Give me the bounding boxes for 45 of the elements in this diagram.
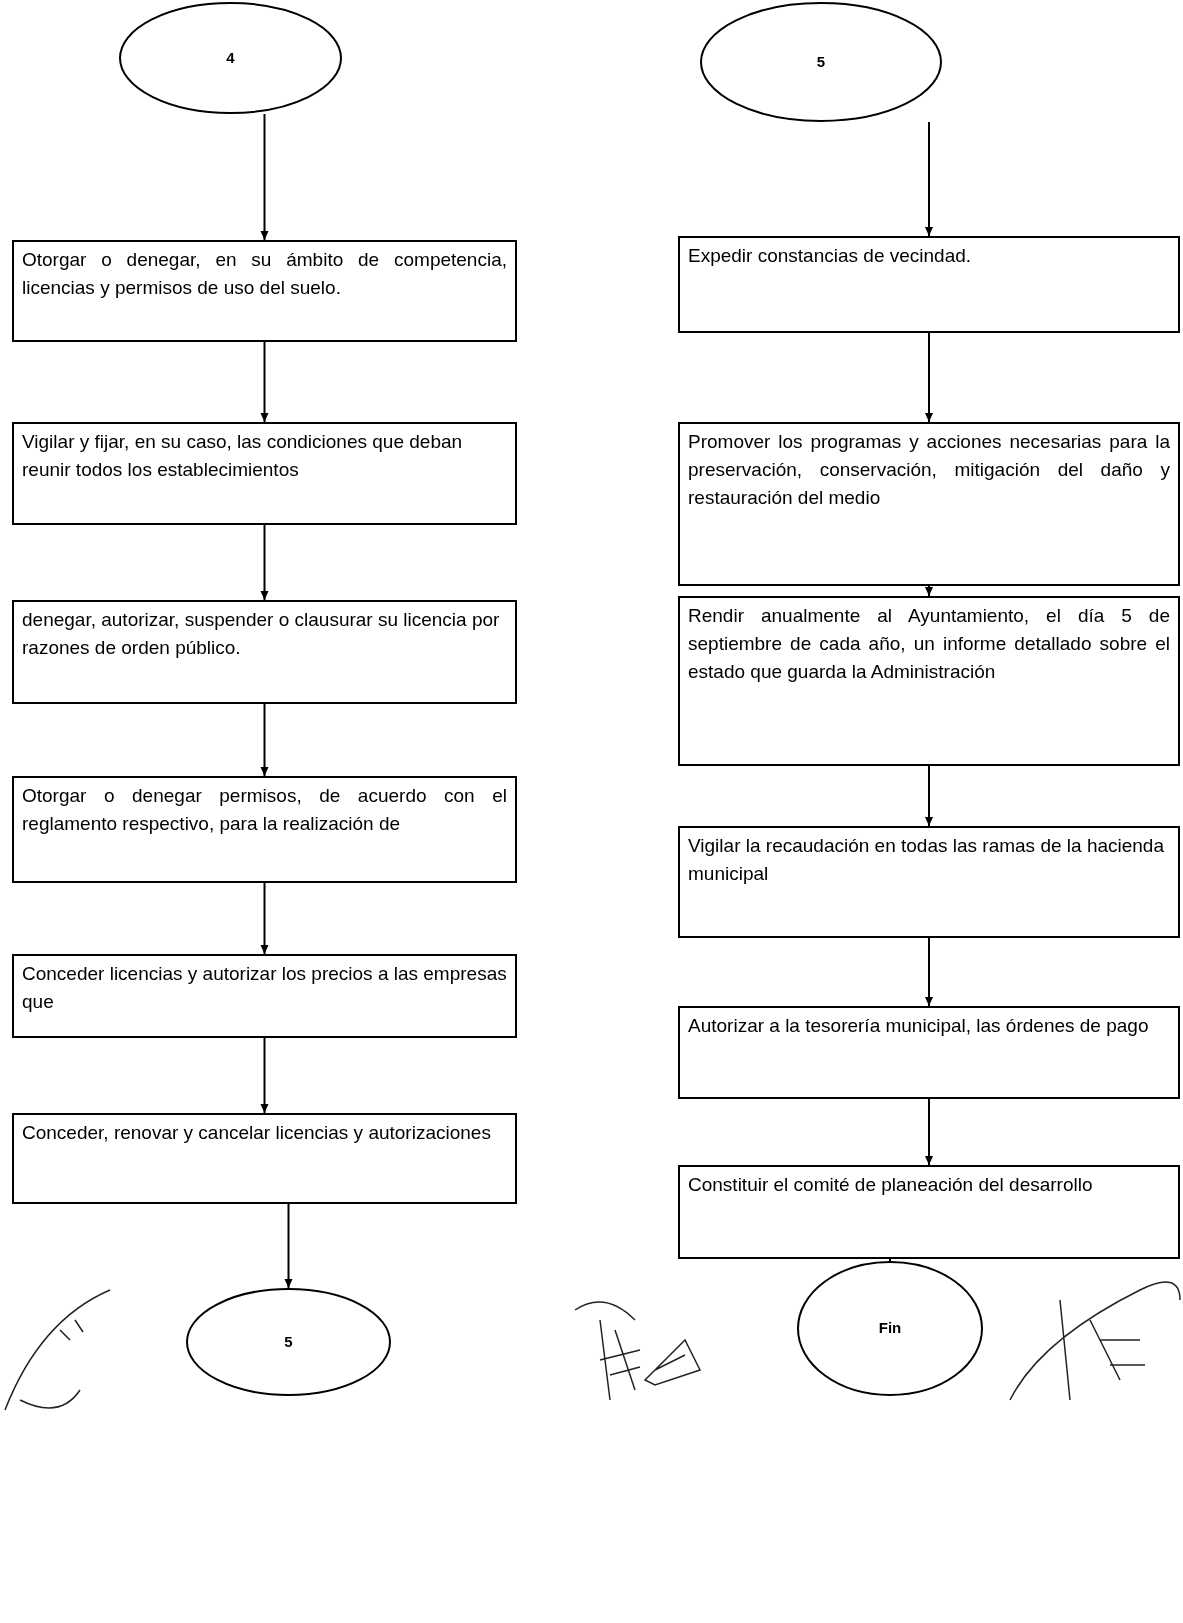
connector-ellipse [797, 1261, 983, 1396]
arrow [925, 765, 933, 827]
arrow [260, 524, 269, 601]
process-text: Conceder licencias y autorizar los precios a las empresas que [22, 962, 507, 1014]
process-box [678, 596, 1180, 766]
process-text: Constituir el comité de planeación del desarrollo [688, 1173, 1094, 1197]
arrow [925, 1098, 933, 1166]
process-box [12, 954, 517, 1038]
process-text: Otorgar o denegar permisos, de acuerdo con el reglamento respectivo, para la realización de [22, 784, 507, 836]
process-text: Otorgar o denegar, en su ámbito de competencia, licencias y permisos de uso del suelo. [22, 248, 507, 300]
process-box [678, 422, 1180, 586]
process-box [12, 776, 517, 883]
connector-label: Fin [878, 1318, 902, 1339]
arrow [925, 585, 933, 597]
arrow [260, 1037, 269, 1114]
process-text: Conceder, renovar y cancelar licencias y autorizaciones [22, 1121, 492, 1145]
process-box [12, 422, 517, 525]
arrow [925, 121, 933, 237]
arrow [925, 332, 933, 423]
process-text: Vigilar la recaudación en todas las ramas de la hacienda municipal [688, 834, 1165, 886]
connector-ellipse [700, 2, 942, 122]
process-box [678, 236, 1180, 333]
arrow [260, 703, 269, 777]
arrow [260, 341, 269, 423]
process-box [12, 600, 517, 704]
connector-label: 4 [226, 47, 235, 68]
process-box [678, 826, 1180, 938]
process-text: denegar, autorizar, suspender o clausurar su licencia por razones de orden público. [22, 608, 501, 660]
process-text: Autorizar a la tesorería municipal, las órdenes de pago [688, 1014, 1150, 1038]
process-box [12, 240, 517, 342]
process-text: Promover los programas y acciones necesarias para la preservación, conservación, mitigación del daño y restauración del medio [688, 430, 1170, 510]
process-text: Vigilar y fijar, en su caso, las condiciones que deban reunir todos los establecimientos [22, 430, 464, 482]
connector-ellipse [119, 2, 342, 114]
connector-ellipse [186, 1288, 391, 1396]
connector-label: 5 [284, 1331, 293, 1352]
arrow [284, 1203, 293, 1289]
arrow [925, 937, 933, 1007]
process-box [678, 1165, 1180, 1259]
process-text: Rendir anualmente al Ayuntamiento, el día 5 de septiembre de cada año, un informe detallado sobre el estado que guarda la Administración [688, 604, 1170, 684]
process-box [678, 1006, 1180, 1099]
process-box [12, 1113, 517, 1204]
connector-label: 5 [816, 51, 826, 72]
arrow [260, 882, 269, 955]
process-text: Expedir constancias de vecindad. [688, 244, 973, 268]
arrow [260, 113, 269, 241]
